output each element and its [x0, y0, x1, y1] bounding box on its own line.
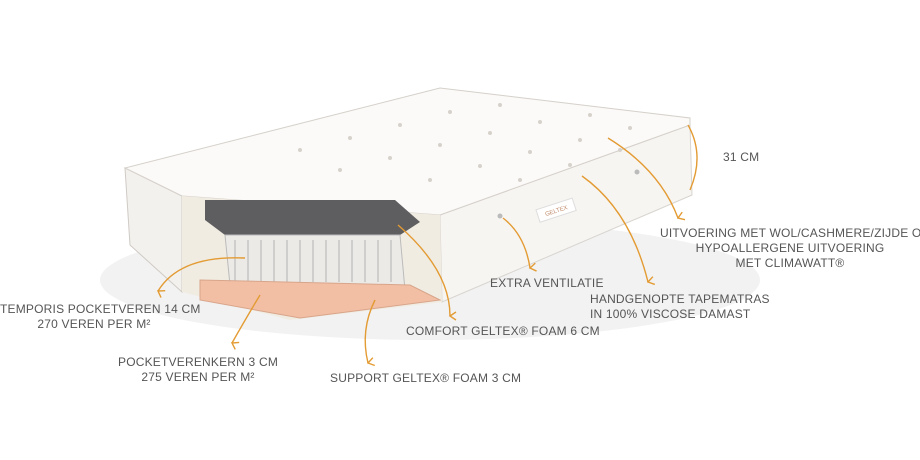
springs [234, 240, 392, 282]
arrow-ticking [581, 175, 656, 286]
comfort-foam-layer [205, 200, 420, 235]
vent-hole [497, 213, 503, 219]
label-line: UITVOERING MET WOL/CASHMERE/ZIJDE OF [660, 226, 920, 240]
arrow-ventilation [502, 217, 537, 272]
arrow-comfort [397, 224, 457, 321]
label-line: 275 VEREN PER M² [141, 370, 255, 384]
label-ticking: HANDGENOPTE TAPEMATRAS IN 100% VISCOSE D… [590, 292, 770, 322]
label-height: 31 CM [723, 150, 759, 165]
label-line: SUPPORT GELTEX® FOAM 3 CM [330, 371, 522, 385]
support-foam-layer [199, 279, 442, 319]
height-bracket [687, 124, 698, 191]
label-line: IN 100% VISCOSE DAMAST [590, 307, 751, 321]
arrow-cover [607, 137, 686, 221]
vent-hole [634, 169, 640, 175]
label-line: 270 VEREN PER M² [37, 317, 151, 331]
label-ventilation: EXTRA VENTILATIE [490, 276, 604, 291]
label-line: TEMPORIS POCKETVEREN 14 CM [0, 302, 201, 316]
arrow-temporis [156, 257, 246, 298]
label-line: 31 CM [723, 150, 760, 164]
label-line: EXTRA VENTILATIE [490, 276, 604, 290]
tufting [298, 103, 632, 182]
label-line: HYPOALLERGENE UITVOERING [695, 241, 885, 255]
label-cover: UITVOERING MET WOL/CASHMERE/ZIJDE OF HYP… [660, 226, 920, 271]
arrow-pocketcore [230, 294, 261, 350]
label-pocketcore: POCKETVERENKERN 3 CM 275 VEREN PER M² [118, 355, 278, 385]
label-line: COMFORT GELTEX® FOAM 6 CM [406, 324, 600, 338]
label-line: POCKETVERENKERN 3 CM [118, 355, 279, 369]
label-line: MET CLIMAWATT® [735, 256, 845, 270]
arrow-support [364, 299, 376, 367]
label-line: HANDGENOPTE TAPEMATRAS [590, 292, 770, 306]
label-support: SUPPORT GELTEX® FOAM 3 CM [330, 371, 521, 386]
label-comfort: COMFORT GELTEX® FOAM 6 CM [406, 324, 600, 339]
label-temporis: TEMPORIS POCKETVEREN 14 CM 270 VEREN PER… [0, 302, 201, 332]
brand-tag [535, 197, 577, 223]
